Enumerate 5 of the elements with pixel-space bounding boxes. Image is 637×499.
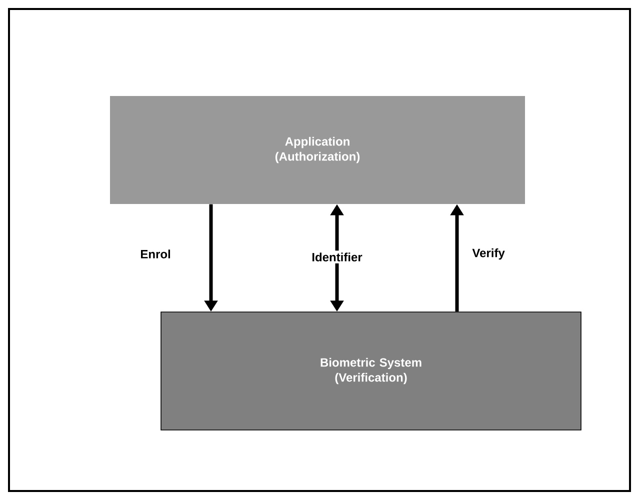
edge-label: Identifier — [310, 250, 364, 264]
application-box: Application (Authorization) — [110, 96, 525, 204]
edge-label: Verify — [472, 248, 505, 260]
edge-label: Enrol — [141, 250, 170, 258]
system-box: Biometric System (Verification) — [160, 312, 582, 430]
